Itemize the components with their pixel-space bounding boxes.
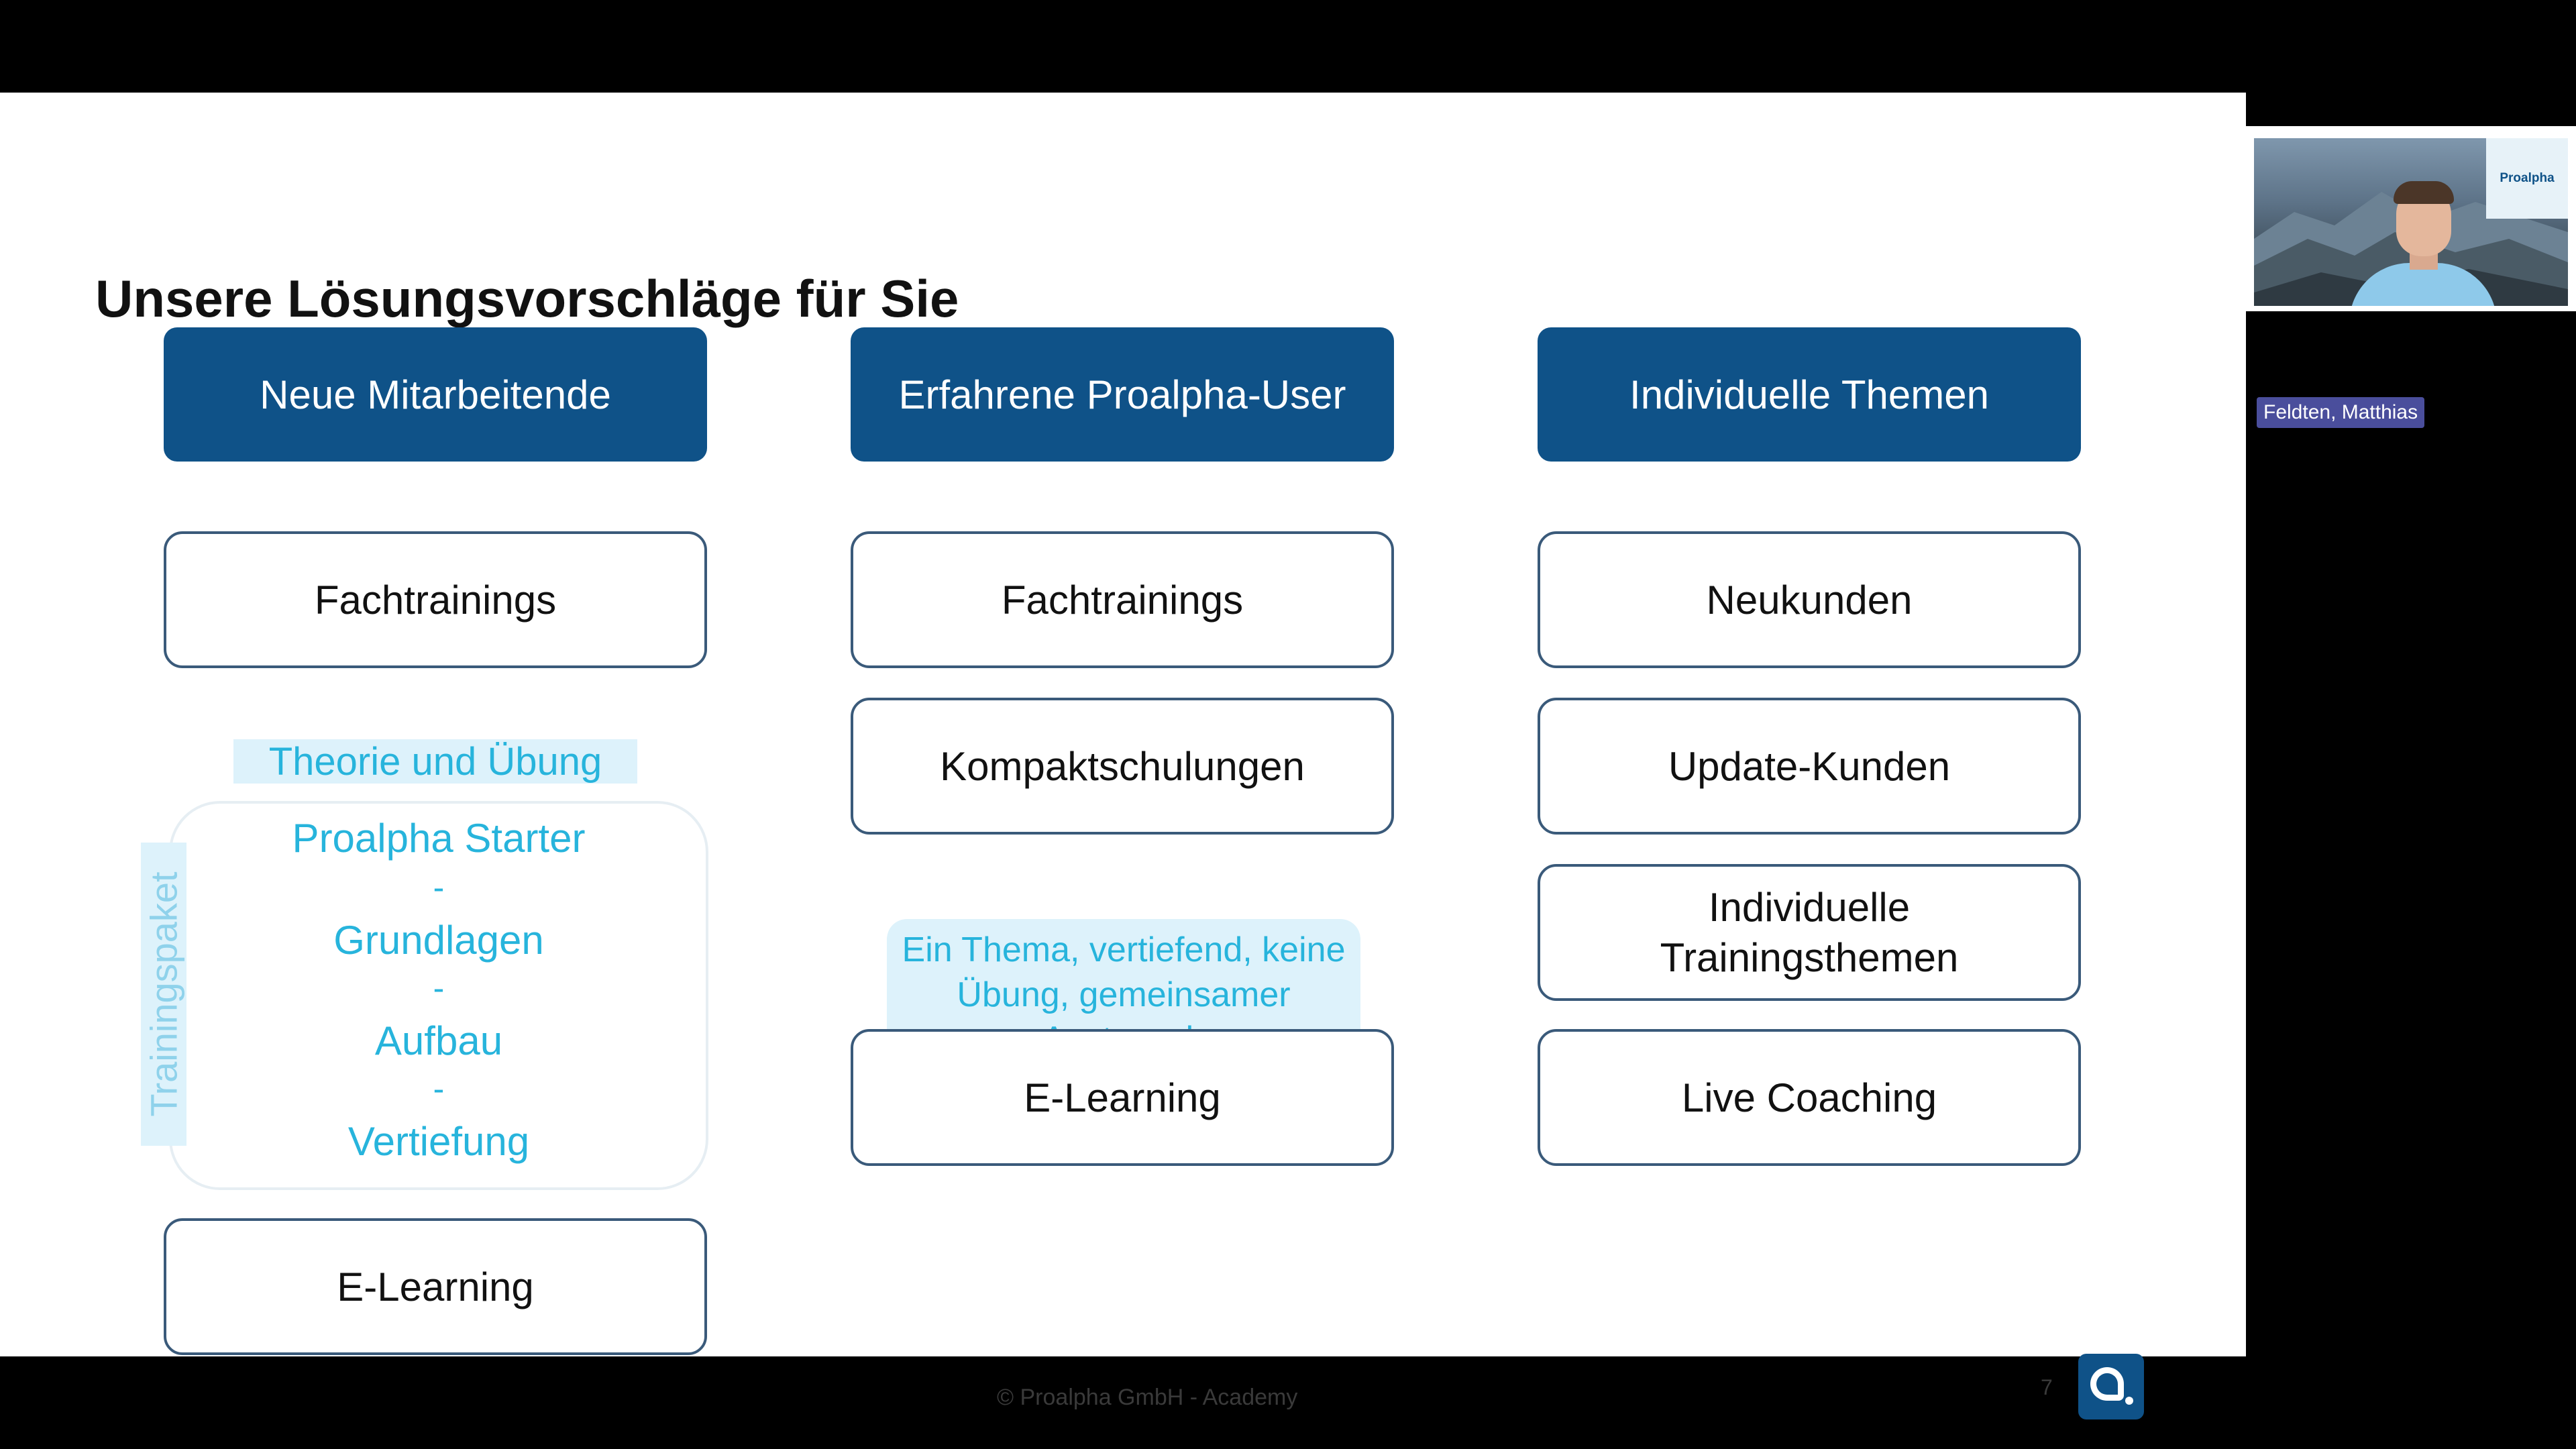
logo-dot-shape (2125, 1397, 2133, 1405)
presentation-slide: Unsere Lösungsvorschläge für Sie Neue Mi… (0, 93, 2246, 1419)
box-fachtrainings-experienced: Fachtrainings (851, 531, 1394, 668)
frame-brand-logo: Proalpha (2486, 138, 2568, 219)
box-elearning-experienced: E-Learning (851, 1029, 1394, 1166)
theory-practice-tag: Theorie und Übung (233, 739, 637, 784)
package-item-deepening: Vertiefung (347, 1119, 530, 1164)
package-separator: - (433, 1070, 445, 1108)
box-compact-trainings: Kompaktschulungen (851, 698, 1394, 835)
participant-name-tag: Feldten, Matthias (2257, 397, 2425, 428)
box-update-customers: Update-Kunden (1538, 698, 2081, 835)
package-item-advanced: Aufbau (374, 1018, 503, 1063)
box-individual-training-topics: Individuelle Trainingsthemen (1538, 864, 2081, 1001)
package-item-starter: Proalpha Starter (292, 816, 586, 861)
logo-ring-shape (2090, 1367, 2124, 1401)
slide-title: Unsere Lösungsvorschläge für Sie (95, 269, 959, 328)
box-new-customers: Neukunden (1538, 531, 2081, 668)
box-elearning-new: E-Learning (164, 1218, 707, 1355)
column-header-individual-topics: Individuelle Themen (1538, 327, 2081, 462)
box-fachtrainings-new: Fachtrainings (164, 531, 707, 668)
training-package-label-background (141, 843, 186, 1146)
package-separator: - (433, 969, 445, 1007)
package-separator: - (433, 869, 445, 906)
slide-footer: © Proalpha GmbH - Academy (997, 1385, 1298, 1410)
presenter-hair (2394, 181, 2454, 204)
page-number: 7 (2041, 1375, 2053, 1399)
box-live-coaching: Live Coaching (1538, 1029, 2081, 1166)
video-frame: Proalpha (2254, 138, 2568, 306)
column-header-new-employees: Neue Mitarbeitende (164, 327, 707, 462)
package-item-basics: Grundlagen (333, 918, 544, 963)
proalpha-logo-icon (2078, 1354, 2144, 1419)
participant-video-tile[interactable]: Proalpha (2246, 126, 2576, 311)
column-header-experienced-users: Erfahrene Proalpha-User (851, 327, 1394, 462)
